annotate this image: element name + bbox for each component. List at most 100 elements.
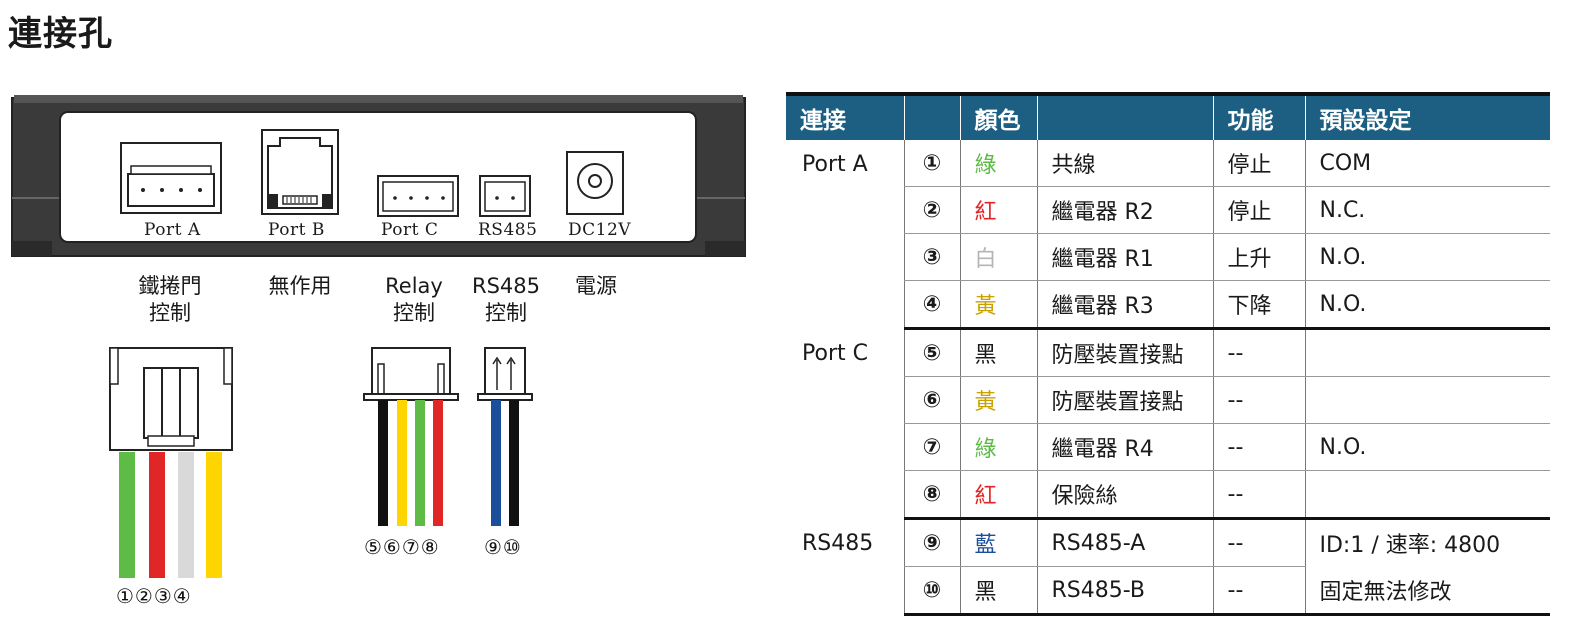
port-c-connector <box>377 175 459 217</box>
port-c-wire-4 <box>433 400 443 526</box>
description-cell: 共線 <box>1036 140 1213 187</box>
dc-description: 電源 <box>568 273 624 300</box>
device-illustration <box>11 95 746 257</box>
num-cell: ⑦ <box>903 423 960 471</box>
setting-cell: N.O. <box>1304 233 1550 281</box>
port-b-desc-line1: 無作用 <box>268 274 332 298</box>
description-cell: RS485-A <box>1036 518 1213 567</box>
port-a-connector <box>120 142 222 214</box>
setting-cell: N.C. <box>1304 186 1550 234</box>
port-a-wire-4 <box>206 452 222 578</box>
rs485-description: RS485 控制 <box>468 273 544 327</box>
header-color: 顏色 <box>959 92 1037 140</box>
wiring-diagrams <box>109 347 533 578</box>
port-a-wire-1 <box>119 452 135 578</box>
rs485-connector <box>479 175 531 217</box>
dc12v-label: DC12V <box>568 220 632 240</box>
color-cell: 綠 <box>959 140 1037 187</box>
function-cell: -- <box>1212 470 1305 520</box>
description-cell: 繼電器 R4 <box>1036 423 1213 471</box>
description-cell: 繼電器 R2 <box>1036 186 1213 234</box>
color-cell: 黃 <box>959 376 1037 424</box>
description-cell: 保險絲 <box>1036 470 1213 520</box>
header-function: 功能 <box>1212 92 1305 140</box>
header-description <box>1036 92 1213 140</box>
port-a-plug <box>109 347 233 451</box>
rs485-desc-line2: 控制 <box>485 301 527 325</box>
description-cell: 繼電器 R1 <box>1036 233 1213 281</box>
port-c-wire-2 <box>397 400 407 526</box>
num-cell: ⑤ <box>903 328 960 377</box>
rs485-desc-line1: RS485 <box>471 274 540 298</box>
port-c-description: Relay 控制 <box>376 273 452 327</box>
header-connection: 連接 <box>786 92 904 140</box>
color-cell: 黃 <box>959 280 1037 330</box>
function-cell: -- <box>1212 566 1305 616</box>
port-b-connector <box>261 129 339 215</box>
port-a-pin-numbers: ①②③④ <box>116 584 192 608</box>
color-cell: 黑 <box>959 328 1037 377</box>
description-cell: 防壓裝置接點 <box>1036 328 1213 377</box>
num-cell: ⑩ <box>903 566 960 616</box>
function-cell: 停止 <box>1212 140 1305 187</box>
setting-cell: N.O. <box>1304 280 1550 330</box>
dc-jack <box>566 151 624 215</box>
function-cell: 停止 <box>1212 186 1305 234</box>
port-a-wire-3 <box>178 452 194 578</box>
port-c-wire-1 <box>378 400 388 526</box>
setting-cell <box>1304 470 1550 520</box>
num-cell: ④ <box>903 280 960 330</box>
port-name-cell: Port A <box>802 152 868 177</box>
header-default-setting: 預設設定 <box>1304 92 1550 140</box>
color-cell: 綠 <box>959 423 1037 471</box>
port-a-wire-2 <box>149 452 165 578</box>
port-a-label: Port A <box>144 220 201 240</box>
header-number <box>903 92 960 140</box>
setting-cell <box>1304 376 1550 424</box>
rs485-plug <box>477 347 533 401</box>
table-header-row: 連接 顏色 功能 預設設定 <box>786 92 1550 140</box>
function-cell: 上升 <box>1212 233 1305 281</box>
num-cell: ② <box>903 186 960 234</box>
port-b-label: Port B <box>268 220 325 240</box>
num-cell: ① <box>903 140 960 187</box>
color-cell: 黑 <box>959 566 1037 616</box>
function-cell: -- <box>1212 423 1305 471</box>
function-cell: -- <box>1212 328 1305 377</box>
port-a-desc-line2: 控制 <box>149 301 191 325</box>
port-c-plug <box>363 347 459 401</box>
port-name-cell: Port C <box>802 340 868 366</box>
setting-cell: COM <box>1304 140 1550 187</box>
setting-cell <box>1304 328 1550 377</box>
rs485-wire-2 <box>509 400 519 526</box>
color-cell: 藍 <box>959 518 1037 567</box>
num-cell: ⑧ <box>903 470 960 520</box>
description-cell: 防壓裝置接點 <box>1036 376 1213 424</box>
port-c-desc-line2: 控制 <box>393 301 435 325</box>
device-top-edge <box>14 95 743 103</box>
port-c-pin-numbers: ⑤⑥⑦⑧ <box>364 535 440 559</box>
port-b-description: 無作用 <box>258 273 342 300</box>
description-cell: 繼電器 R3 <box>1036 280 1213 330</box>
setting-cell: N.O. <box>1304 423 1550 471</box>
page-title: 連接孔 <box>8 14 113 54</box>
color-cell: 紅 <box>959 186 1037 234</box>
color-cell: 白 <box>959 233 1037 281</box>
port-c-label: Port C <box>381 220 439 240</box>
setting-cell: 固定無法修改 <box>1304 566 1550 616</box>
port-a-desc-line1: 鐵捲門 <box>138 274 202 298</box>
description-cell: RS485-B <box>1036 566 1213 616</box>
port-c-desc-line1: Relay <box>385 274 443 298</box>
port-a-description: 鐵捲門 控制 <box>128 273 212 327</box>
dc-desc-line1: 電源 <box>575 274 617 298</box>
